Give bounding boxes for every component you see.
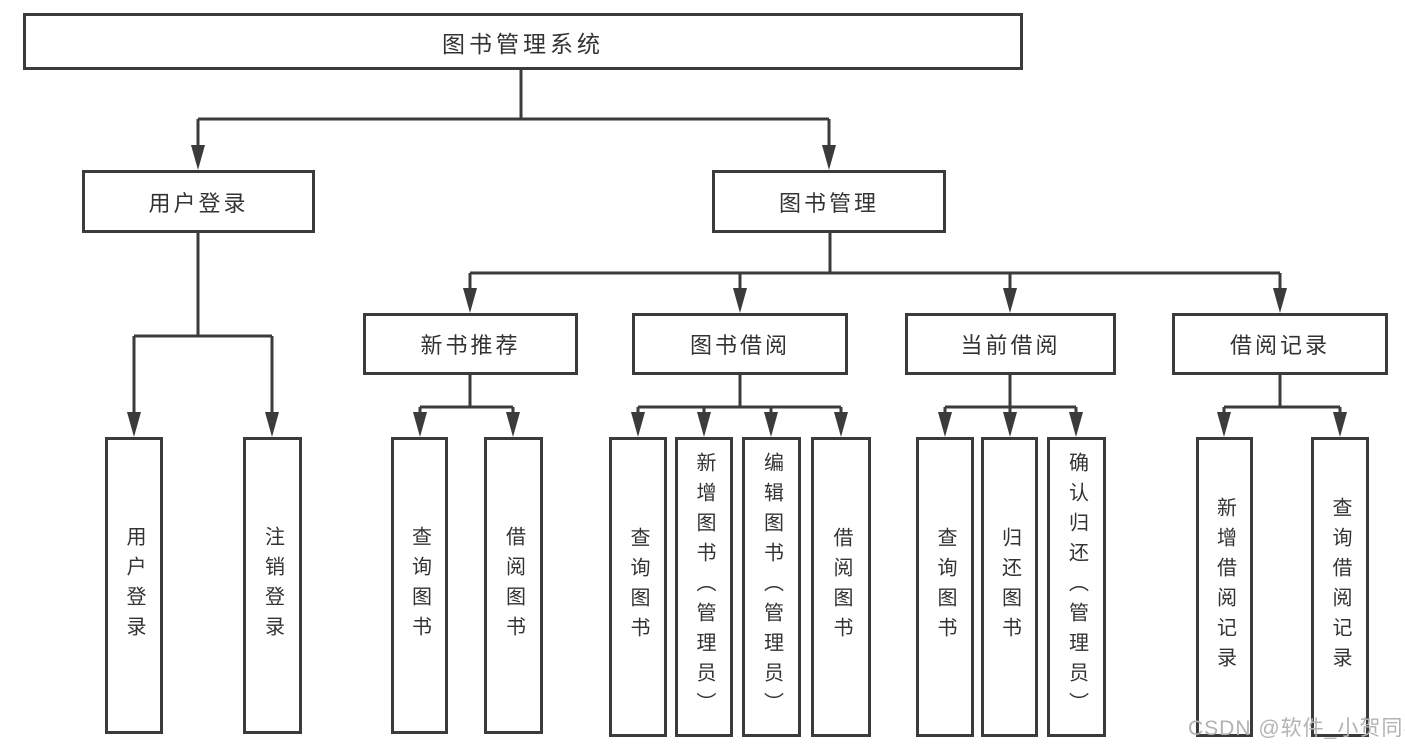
node-user-login: 用户登录: [82, 170, 315, 233]
connector-path: [132, 233, 274, 418]
node-label: 编辑图书（管理员）: [760, 452, 783, 722]
node-nb-borrow: 借阅图书: [484, 437, 543, 734]
node-cb-confirm: 确认归还（管理员）: [1047, 437, 1106, 737]
node-ul-logout: 注销登录: [243, 437, 302, 734]
connector-path: [636, 375, 843, 418]
node-bb-query: 查询图书: [609, 437, 667, 737]
arrowhead: [834, 412, 848, 437]
arrowhead: [733, 288, 747, 313]
node-label: 借阅图书: [502, 525, 525, 646]
node-nb-query: 查询图书: [391, 437, 448, 734]
arrowhead: [265, 412, 279, 437]
node-bb-edit: 编辑图书（管理员）: [742, 437, 801, 737]
node-label: 图书管理系统: [442, 30, 604, 57]
arrowhead: [506, 412, 520, 437]
arrowhead: [1333, 412, 1347, 437]
node-bb-add: 新增图书（管理员）: [675, 437, 733, 737]
node-label: 查询图书: [408, 525, 431, 646]
node-label: 确认归还（管理员）: [1065, 452, 1088, 722]
arrowhead: [1273, 288, 1287, 313]
node-label: 新增借阅记录: [1213, 497, 1236, 677]
node-new-book-rec: 新书推荐: [363, 313, 578, 375]
arrowhead: [764, 412, 778, 437]
connector-path: [418, 375, 515, 418]
connector-path: [1222, 375, 1342, 418]
node-book-borrow: 图书借阅: [632, 313, 848, 375]
node-label: 借阅图书: [830, 527, 852, 647]
node-label: 图书管理: [778, 190, 879, 216]
arrowhead: [127, 412, 141, 437]
node-cb-query: 查询图书: [916, 437, 974, 737]
arrowhead: [1069, 412, 1083, 437]
node-current-borrow: 当前借阅: [905, 313, 1116, 375]
node-cb-return: 归还图书: [981, 437, 1038, 737]
node-br-add: 新增借阅记录: [1196, 437, 1253, 737]
node-label: 图书借阅: [689, 333, 790, 358]
connector-path: [196, 70, 831, 151]
node-label: 新书推荐: [420, 333, 521, 358]
arrowhead: [822, 145, 836, 170]
arrowhead: [1003, 412, 1017, 437]
node-label: 查询图书: [627, 527, 649, 647]
node-label: 查询图书: [934, 527, 956, 647]
arrowhead: [413, 412, 427, 437]
connector-path: [943, 375, 1078, 418]
node-label: 归还图书: [998, 527, 1021, 647]
node-label: 注销登录: [261, 525, 284, 646]
arrowhead: [1217, 412, 1231, 437]
node-label: 新增图书（管理员）: [693, 452, 715, 722]
connector-path: [468, 233, 1282, 294]
node-br-query: 查询借阅记录: [1311, 437, 1369, 737]
arrowhead: [631, 412, 645, 437]
arrowhead: [191, 145, 205, 170]
node-book-mgmt: 图书管理: [712, 170, 946, 233]
node-ul-login: 用户登录: [105, 437, 163, 734]
node-label: 用户登录: [148, 190, 249, 216]
node-label: 当前借阅: [960, 333, 1061, 358]
watermark: CSDN @软件_小贺同学: [1188, 717, 1405, 740]
node-borrow-records: 借阅记录: [1172, 313, 1388, 375]
arrowhead: [938, 412, 952, 437]
arrowhead: [1003, 288, 1017, 313]
node-label: 用户登录: [123, 525, 145, 646]
arrowhead: [697, 412, 711, 437]
node-bb-borrow: 借阅图书: [811, 437, 871, 737]
node-root: 图书管理系统: [23, 13, 1023, 70]
arrowhead: [463, 288, 477, 313]
node-label: 查询借阅记录: [1329, 497, 1351, 677]
node-label: 借阅记录: [1229, 333, 1330, 358]
